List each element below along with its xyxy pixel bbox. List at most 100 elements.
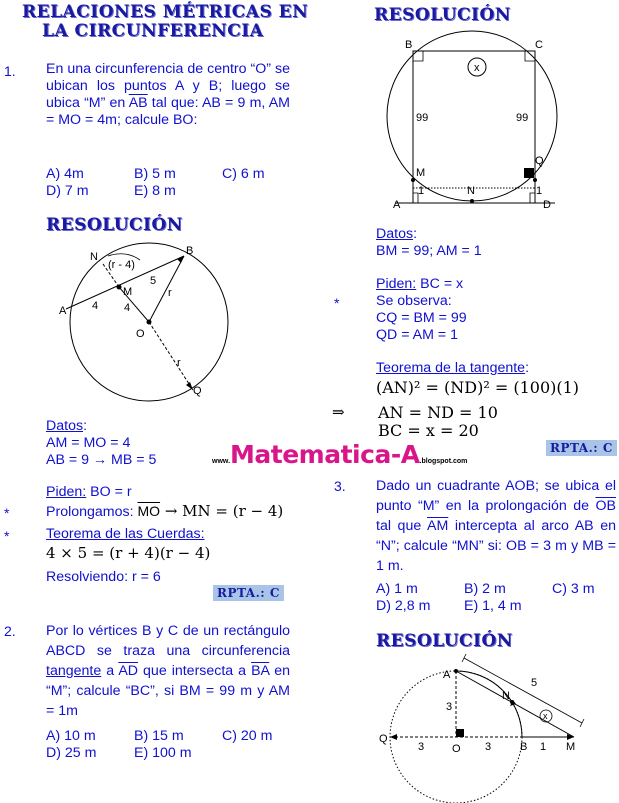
problem-number-3: 3. [334, 478, 346, 494]
teorema-cuerdas: Teorema de las Cuerdas: [46, 526, 205, 542]
label-1: 1 [540, 741, 546, 753]
label-d: D [543, 199, 551, 211]
label-1-left: 1 [418, 185, 424, 197]
figure-1-chords: N (r - 4) B 5 r M A 4 4 O r Q [59, 242, 229, 402]
option-e: E) 8 m [134, 183, 176, 199]
page-title-line1: RELACIONES MÉTRICAS EN [22, 2, 309, 22]
p3-text-c: intercepta al arco AB en “N”; calcule “M… [376, 518, 616, 574]
label-m: M [123, 286, 132, 298]
label-c: C [535, 39, 543, 51]
p2-text-b: a [101, 663, 119, 679]
equation-tangente-3: BC = x = 20 [378, 421, 479, 440]
segment-ba: BA [251, 663, 270, 679]
label-x: x [474, 62, 480, 74]
label-r-2: r [177, 357, 181, 369]
label-3-right: 3 [485, 741, 491, 753]
label-4-a: 4 [92, 300, 98, 312]
option-e: E) 100 m [134, 745, 192, 761]
arc-ab: AB [128, 95, 148, 111]
problem-2-options: A) 10 m B) 15 m C) 20 m D) 25 m E) 100 m [46, 728, 296, 762]
equation-tangente-1: (AN)² = (ND)² = (100)(1) [376, 378, 580, 397]
label-99-left: 99 [416, 112, 428, 124]
piden-1: Piden: BO = r [46, 484, 132, 501]
figure-3-quadrant: A 3 5 N x Q 3 O 3 B 1 M [379, 653, 585, 803]
problem-number-1: 1. [4, 63, 16, 79]
observa-line-1: Se observa: [376, 293, 452, 309]
bullet-3: * [334, 295, 340, 311]
problem-2-statement: Por lo vértices B y C de un rectángulo A… [46, 621, 290, 721]
label-q: Q [379, 733, 388, 745]
resolviendo-line: Resolviendo: r = 6 [46, 569, 161, 585]
observa-block: Se observa: CQ = BM = 99 QD = AM = 1 [376, 293, 467, 344]
label-b: B [520, 741, 527, 753]
logo-suffix: .blogspot.com [419, 458, 468, 465]
label-n: N [90, 251, 98, 263]
resolucion-heading-1: RESOLUCIÓN [46, 215, 183, 235]
equation-tangente-2: AN = ND = 10 [378, 403, 498, 422]
label-x: x [543, 711, 548, 721]
piden-label: Piden: [376, 276, 417, 292]
option-d: D) 7 m [46, 183, 89, 199]
label-n: N [467, 185, 475, 197]
prolong-text: Prolongamos: [46, 504, 138, 520]
p2-text-d: en “M”; calcule “BC”, si BM = 99 m y AM … [46, 663, 291, 719]
teorema-tangente: Teorema de la tangente: [376, 360, 530, 376]
option-c: C) 20 m [222, 728, 273, 744]
segment-ob: OB [595, 498, 617, 514]
label-o: O [136, 328, 145, 340]
option-c: C) 6 m [222, 166, 265, 182]
logo-name: Matematica-A [230, 440, 420, 469]
label-a: A [59, 305, 67, 317]
datos-label: Datos [46, 418, 84, 434]
piden-2: Piden: BC = x [376, 276, 463, 293]
p1-text-b: tal que: AB = 9 m, AM = MO = 4m; calcule… [46, 95, 291, 128]
datos-line: BM = 99; AM = 1 [376, 243, 482, 259]
p2-text-a: Por lo vértices B y C de un rectángulo A… [46, 623, 290, 659]
bullet-1: * [4, 505, 10, 521]
logo-prefix: www. [212, 458, 231, 465]
datos-label: Datos [376, 226, 414, 242]
option-b: B) 15 m [134, 728, 184, 744]
label-o: O [452, 743, 461, 755]
label-5: 5 [150, 275, 156, 287]
label-r: r [168, 287, 172, 299]
option-e: E) 1, 4 m [464, 598, 522, 614]
datos-line-1: AM = MO = 4 [46, 435, 131, 451]
label-3-vertical: 3 [446, 701, 452, 713]
segment-am: AM [427, 518, 449, 534]
option-a: A) 10 m [46, 728, 96, 744]
problem-1-statement: En una circunferencia de centro “O” se u… [46, 61, 290, 129]
label-1-right: 1 [536, 185, 542, 197]
p3-text-a: Dado un cuadrante AOB; se ubica el punto… [376, 478, 616, 514]
option-a: A) 1 m [376, 581, 418, 597]
label-m: M [566, 741, 575, 753]
datos-block-1: Datos: AM = MO = 4 AB = 9 → MB = 5 [46, 418, 157, 468]
figure-2-rectangle: B C x 99 99 M Q 1 1 A N D [386, 30, 558, 211]
option-d: D) 2,8 m [376, 598, 431, 614]
label-4-b: 4 [124, 302, 130, 314]
label-b: B [405, 39, 412, 51]
piden-label: Piden: [46, 484, 87, 500]
segment-mo: MO [137, 503, 161, 519]
option-b: B) 2 m [464, 581, 506, 597]
page-title-line2: LA CIRCUNFERENCIA [42, 21, 264, 41]
prolong-rest: → MN = (r − 4) [160, 502, 284, 520]
label-m: M [416, 167, 425, 179]
rpta-badge-1: RPTA.: C [213, 585, 284, 601]
p2-tangente: tangente [46, 663, 102, 679]
p1-text-a: En una circunferencia de centro “O” se u… [46, 61, 290, 111]
label-n: N [502, 690, 510, 702]
p3-text-b: tal que [376, 518, 428, 534]
label-r-4: (r - 4) [108, 259, 135, 271]
prolongamos-line: Prolongamos: MO → MN = (r − 4) [46, 503, 283, 521]
label-a: A [393, 199, 401, 211]
piden-value: BC = x [416, 276, 464, 292]
label-99-right: 99 [516, 112, 528, 124]
piden-value: BO = r [86, 484, 132, 500]
option-d: D) 25 m [46, 745, 97, 761]
rpta-badge-2: RPTA.: C [546, 440, 617, 456]
label-q: Q [193, 385, 202, 397]
label-5: 5 [531, 677, 537, 689]
